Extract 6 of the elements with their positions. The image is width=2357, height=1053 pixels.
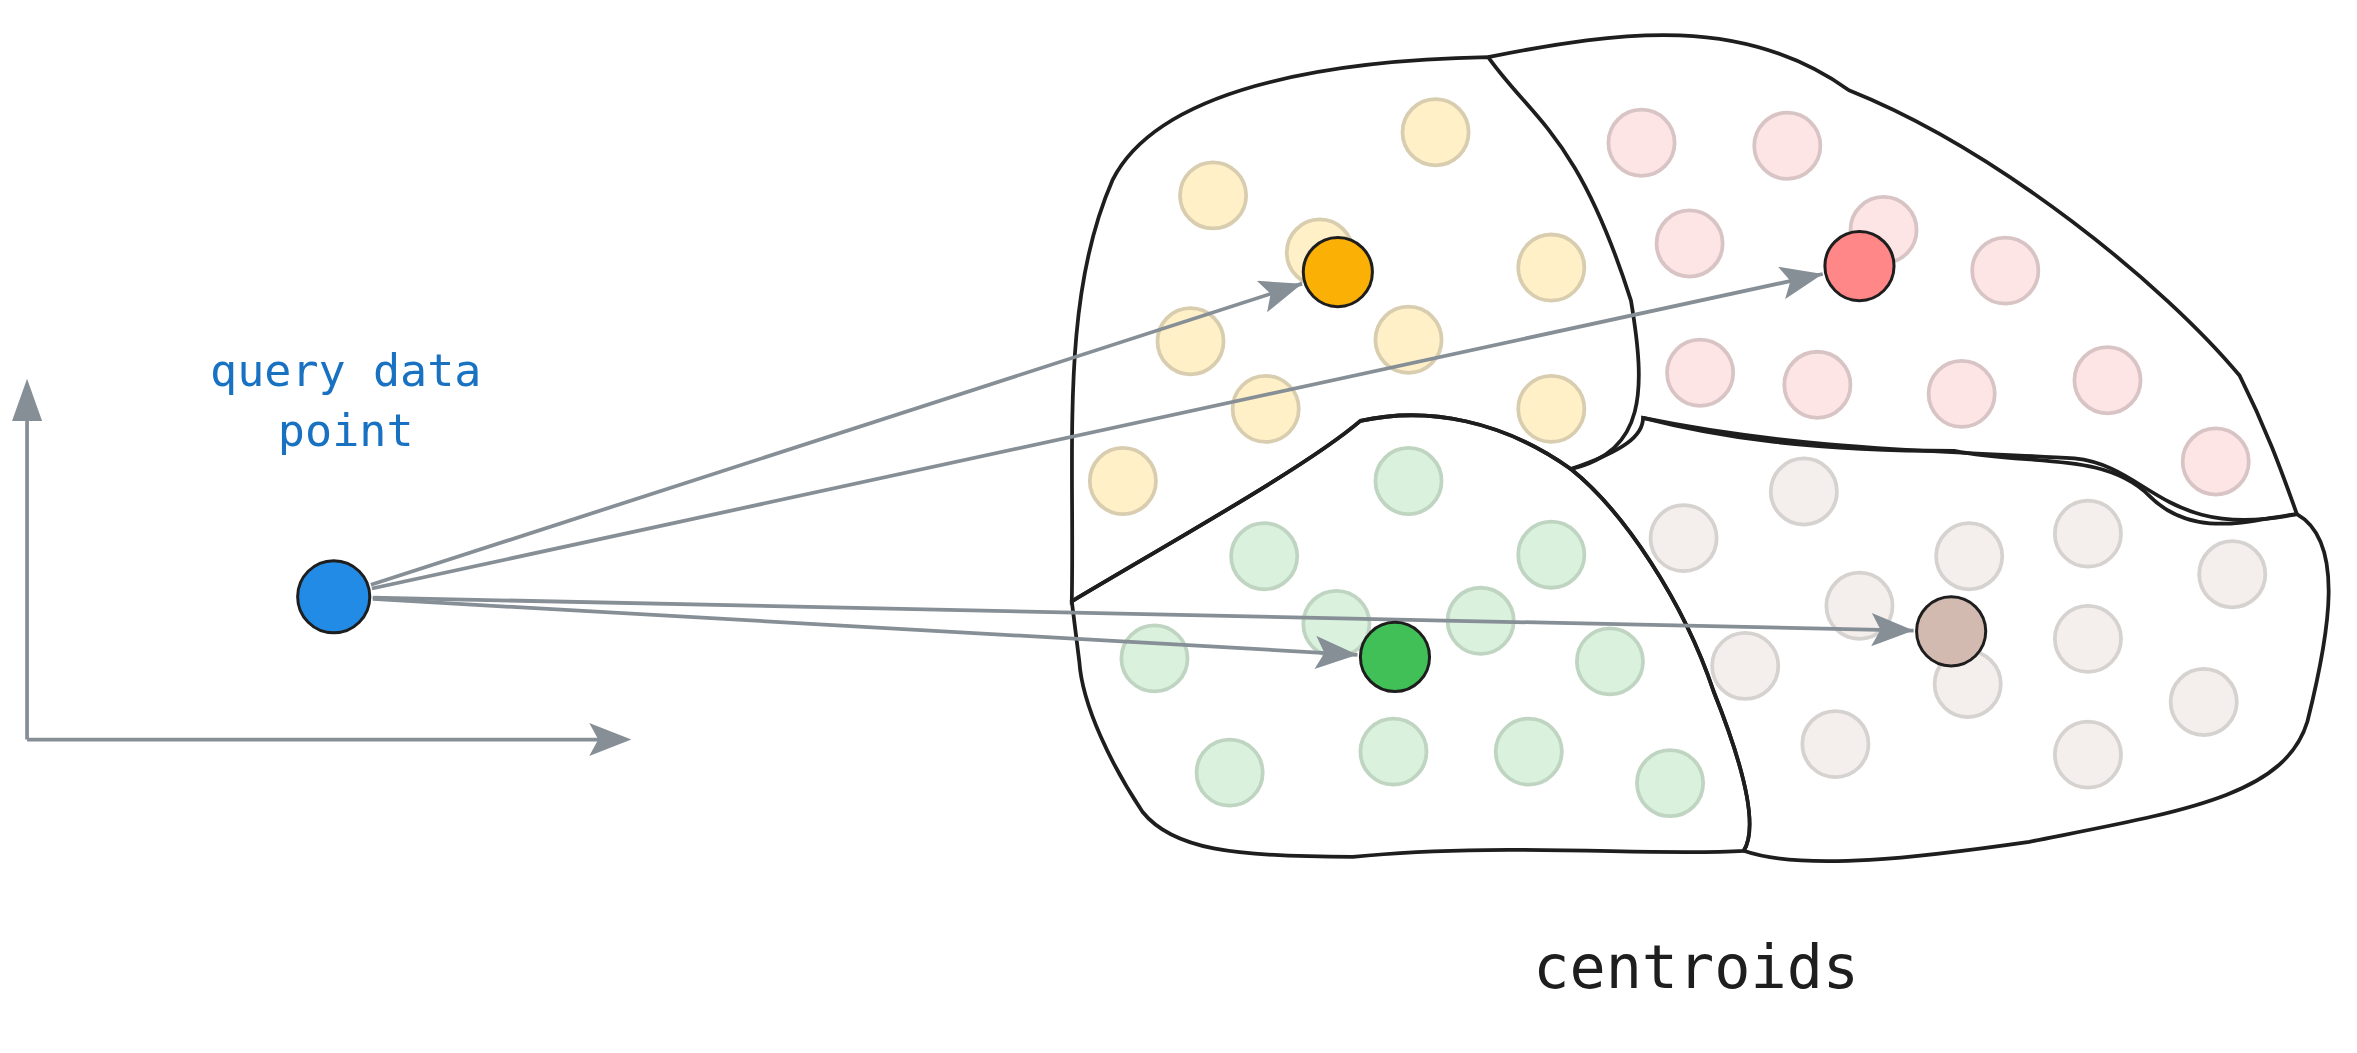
arrow [370,280,1303,587]
caption: centroids [1533,932,1860,1002]
arrow [372,597,1358,669]
arrow [371,266,1824,591]
point-caption: query data point [209,343,483,459]
arrow [372,595,1914,647]
